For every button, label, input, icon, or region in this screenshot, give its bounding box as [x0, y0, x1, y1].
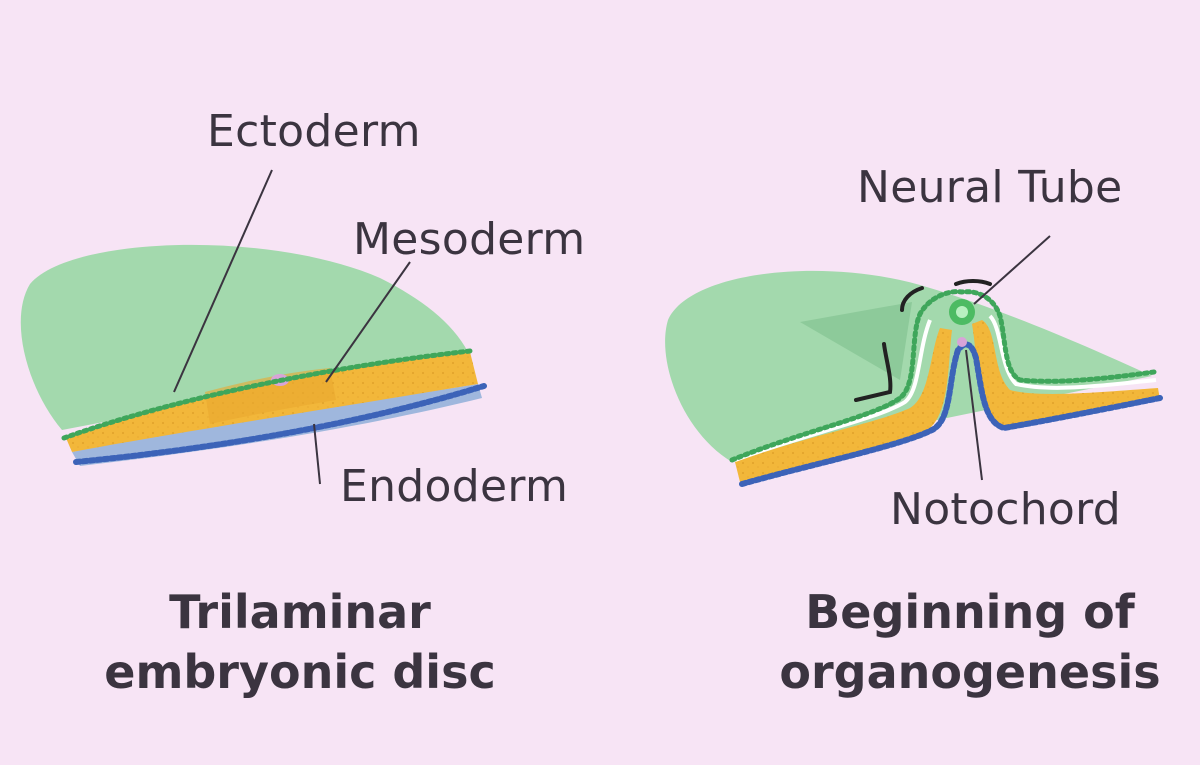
- neural-fold-outline-left: [854, 286, 924, 402]
- ectoderm-layer: [61, 348, 473, 441]
- neural-fold-outline-top: [954, 279, 992, 286]
- yolk-sac-layer: [72, 384, 482, 466]
- label-ectoderm: Ectoderm: [207, 106, 421, 157]
- notochord: [957, 337, 967, 347]
- caption-line-2: embryonic disc: [104, 645, 496, 699]
- ectoderm-leader-line: [173, 169, 273, 393]
- organogenesis-illustration: [665, 235, 1163, 487]
- endoderm-leader-line: [313, 423, 321, 485]
- caption-line-1: Trilaminar: [169, 585, 431, 639]
- label-neural-tube: Neural Tube: [857, 162, 1123, 213]
- caption-line-2: organogenesis: [779, 645, 1161, 699]
- neural-tube-leader-line: [973, 235, 1051, 305]
- notochord-leader-line: [965, 349, 983, 481]
- caption-line-1: Beginning of: [805, 585, 1135, 639]
- caption-organogenesis: Beginning of organogenesis: [760, 582, 1180, 702]
- endoderm-layer: [73, 383, 487, 465]
- ectoderm-folded: [729, 289, 1157, 463]
- amniotic-cavity-2: [665, 270, 1152, 462]
- trilaminar-disc-illustration: [20, 169, 487, 485]
- caption-trilaminar-disc: Trilaminar embryonic disc: [80, 582, 520, 702]
- label-endoderm: Endoderm: [340, 461, 569, 512]
- label-mesoderm: Mesoderm: [353, 214, 586, 265]
- label-notochord: Notochord: [890, 484, 1121, 535]
- amniotic-cavity: [20, 244, 468, 430]
- mesoderm-leader-line: [325, 261, 411, 383]
